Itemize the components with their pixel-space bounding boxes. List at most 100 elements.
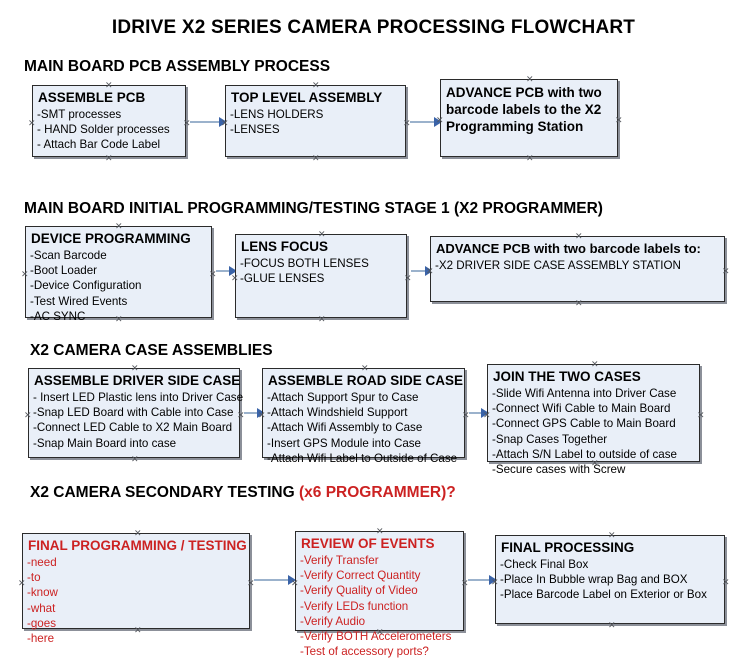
connection-handle-left[interactable]: ✕	[231, 273, 239, 283]
connection-handle-right[interactable]: ✕	[461, 578, 469, 588]
list-item: -Snap LED Board with Cable into Case	[33, 406, 234, 420]
connection-handle-right[interactable]: ✕	[722, 577, 730, 587]
arrowhead-icon	[257, 408, 265, 418]
connection-handle-bottom[interactable]: ✕	[312, 153, 320, 163]
box-join-the-two-cases[interactable]: JOIN THE TWO CASES -Slide Wifi Antenna i…	[483, 360, 705, 477]
connection-handle-left[interactable]: ✕	[21, 269, 29, 279]
connection-handle-bottom[interactable]: ✕	[608, 620, 616, 630]
connection-handle-right[interactable]: ✕	[462, 410, 470, 420]
connection-handle-top[interactable]: ✕	[312, 80, 320, 90]
connection-handle-right[interactable]: ✕	[403, 118, 411, 128]
connection-handle-top[interactable]: ✕	[131, 363, 139, 373]
connection-handle-top[interactable]: ✕	[608, 530, 616, 540]
connection-handle-top[interactable]: ✕	[105, 80, 113, 90]
connection-handle-bottom[interactable]: ✕	[105, 153, 113, 163]
box-top-level-assembly[interactable]: TOP LEVEL ASSEMBLY -LENS HOLDERS -LENSES…	[221, 81, 411, 163]
list-item: -need	[27, 556, 57, 569]
box-review-of-events[interactable]: REVIEW OF EVENTS -Verify Transfer -Verif…	[291, 527, 469, 659]
box-title: JOIN THE TWO CASES	[493, 369, 641, 384]
box-assemble-road-side-case[interactable]: ASSEMBLE ROAD SIDE CASE -Attach Support …	[258, 364, 470, 465]
section-heading-x2-camera-secondary-testing: X2 CAMERA SECONDARY TESTING (x6 PROGRAMM…	[30, 484, 456, 502]
list-item: -GLUE LENSES	[240, 272, 325, 286]
list-item: -Attach S/N Label to outside of case	[492, 447, 677, 461]
box-device-programming[interactable]: DEVICE PROGRAMMING -Scan Barcode -Boot L…	[21, 222, 217, 324]
box-assemble-pcb[interactable]: ASSEMBLE PCB -SMT processes - HAND Solde…	[28, 81, 191, 163]
connection-handle-right[interactable]: ✕	[247, 578, 255, 588]
list-item: -AC SYNC	[30, 309, 86, 323]
list-item: -Attach Support Spur to Case	[267, 391, 419, 404]
connection-handle-top[interactable]: ✕	[526, 74, 534, 84]
connection-handle-top[interactable]: ✕	[361, 363, 369, 373]
connection-handle-left[interactable]: ✕	[258, 410, 266, 420]
connection-handle-right[interactable]: ✕	[615, 115, 623, 125]
box-advance-pcb-programming-station[interactable]: ADVANCE PCB with two barcode labels to t…	[436, 75, 623, 163]
list-item: -Insert GPS Module into Case	[267, 436, 422, 450]
connection-handle-top[interactable]: ✕	[318, 229, 326, 239]
connection-handle-left[interactable]: ✕	[24, 410, 32, 420]
connection-handle-top[interactable]: ✕	[376, 526, 384, 536]
list-item: -Verify Quality of Video	[300, 584, 418, 598]
connector-driver-case-to-road-case	[244, 412, 259, 414]
connection-handle-bottom[interactable]: ✕	[318, 314, 326, 324]
list-item: -Connect LED Cable to X2 Main Board	[33, 421, 233, 435]
connection-handle-bottom[interactable]: ✕	[131, 454, 139, 464]
connection-handle-right[interactable]: ✕	[237, 410, 245, 420]
section-heading-accent: (x6 PROGRAMMER)?	[299, 484, 456, 501]
box-item-list: -SMT processes - HAND Solder processes -…	[33, 107, 185, 153]
connection-handle-right[interactable]: ✕	[697, 410, 705, 420]
arrowhead-icon	[489, 575, 497, 585]
section-heading-text: MAIN BOARD INITIAL PROGRAMMING/TESTING S…	[24, 200, 603, 217]
connection-handle-left[interactable]: ✕	[18, 578, 26, 588]
box-item-list: -Check Final Box -Place In Bubble wrap B…	[496, 557, 724, 603]
list-item: -Snap Main Board into case	[33, 436, 177, 450]
list-item: -goes	[27, 616, 57, 630]
list-item: - Insert LED Plastic lens into Driver Ca…	[33, 391, 244, 404]
connection-handle-left[interactable]: ✕	[28, 118, 36, 128]
box-item-list: -Attach Support Spur to Case -Attach Win…	[263, 390, 464, 466]
connection-handle-left[interactable]: ✕	[426, 266, 434, 276]
connection-handle-top[interactable]: ✕	[115, 221, 123, 231]
connection-handle-left[interactable]: ✕	[483, 410, 491, 420]
connection-handle-right[interactable]: ✕	[404, 273, 412, 283]
connection-handle-bottom[interactable]: ✕	[526, 153, 534, 163]
box-lens-focus[interactable]: LENS FOCUS -FOCUS BOTH LENSES -GLUE LENS…	[231, 230, 412, 324]
connection-handle-bottom[interactable]: ✕	[361, 454, 369, 464]
section-heading-text: MAIN BOARD PCB ASSEMBLY PROCESS	[24, 58, 331, 75]
list-item: -FOCUS BOTH LENSES	[240, 257, 369, 270]
connector-road-case-to-join-cases	[469, 412, 483, 414]
list-item: -Verify Audio	[300, 614, 366, 628]
connection-handle-left[interactable]: ✕	[221, 118, 229, 128]
box-title: ASSEMBLE DRIVER SIDE CASE	[34, 373, 241, 388]
section-heading-main-board-initial-programming: MAIN BOARD INITIAL PROGRAMMING/TESTING S…	[24, 200, 603, 218]
connection-handle-bottom[interactable]: ✕	[591, 458, 599, 468]
connection-handle-top[interactable]: ✕	[134, 528, 142, 538]
connection-handle-left[interactable]: ✕	[491, 577, 499, 587]
connection-handle-top[interactable]: ✕	[575, 231, 583, 241]
connection-handle-right[interactable]: ✕	[183, 118, 191, 128]
connection-handle-right[interactable]: ✕	[722, 266, 730, 276]
connection-handle-top[interactable]: ✕	[591, 359, 599, 369]
connector-assemble-pcb-to-top-level	[190, 121, 220, 123]
box-item-list: - Insert LED Plastic lens into Driver Ca…	[29, 390, 244, 451]
box-advance-pcb-driver-side-station[interactable]: ADVANCE PCB with two barcode labels to: …	[426, 232, 730, 308]
box-title: FINAL PROGRAMMING / TESTING	[28, 538, 247, 553]
box-item-list: -FOCUS BOTH LENSES -GLUE LENSES	[236, 256, 406, 286]
box-item-list: -Scan Barcode -Boot Loader -Device Confi…	[26, 248, 211, 324]
connection-handle-left[interactable]: ✕	[436, 115, 444, 125]
box-final-programming-testing[interactable]: FINAL PROGRAMMING / TESTING -need -to -k…	[18, 529, 255, 646]
connection-handle-bottom[interactable]: ✕	[376, 627, 384, 637]
box-final-processing[interactable]: FINAL PROCESSING -Check Final Box -Place…	[491, 531, 730, 630]
connection-handle-bottom[interactable]: ✕	[115, 314, 123, 324]
list-item: -Test Wired Events	[30, 294, 128, 308]
section-heading-text: X2 CAMERA SECONDARY TESTING	[30, 484, 299, 501]
connection-handle-bottom[interactable]: ✕	[575, 298, 583, 308]
list-item: -SMT processes	[37, 108, 122, 121]
connection-handle-bottom[interactable]: ✕	[134, 625, 142, 635]
connection-handle-right[interactable]: ✕	[209, 269, 217, 279]
box-title: DEVICE PROGRAMMING	[31, 231, 191, 246]
box-assemble-driver-side-case[interactable]: ASSEMBLE DRIVER SIDE CASE - Insert LED P…	[24, 364, 245, 464]
arrowhead-icon	[229, 266, 237, 276]
list-item: -Verify LEDs function	[300, 599, 409, 613]
connection-handle-left[interactable]: ✕	[291, 578, 299, 588]
